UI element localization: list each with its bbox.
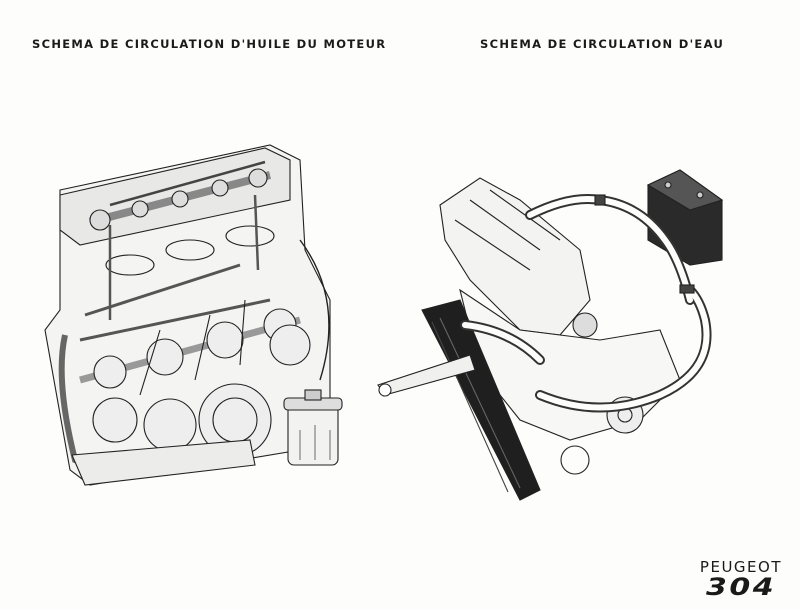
radiator (421, 299, 541, 501)
water-circulation-title: SCHEMA DE CIRCULATION D'EAU (480, 37, 725, 51)
camshaft (88, 168, 272, 231)
battery (646, 169, 724, 266)
crankshaft (79, 299, 301, 396)
brand-name: PEUGEOT (699, 558, 782, 576)
oil-circulation-title: SCHEMA DE CIRCULATION D'HUILE DU MOTEUR (32, 37, 387, 51)
oil-filter (283, 389, 343, 466)
water-circulation-diagram (377, 169, 724, 501)
brand-model: 304 (705, 573, 777, 601)
brand-logo: PEUGEOT 304 (700, 558, 782, 601)
oil-circulation-diagram (44, 144, 343, 486)
